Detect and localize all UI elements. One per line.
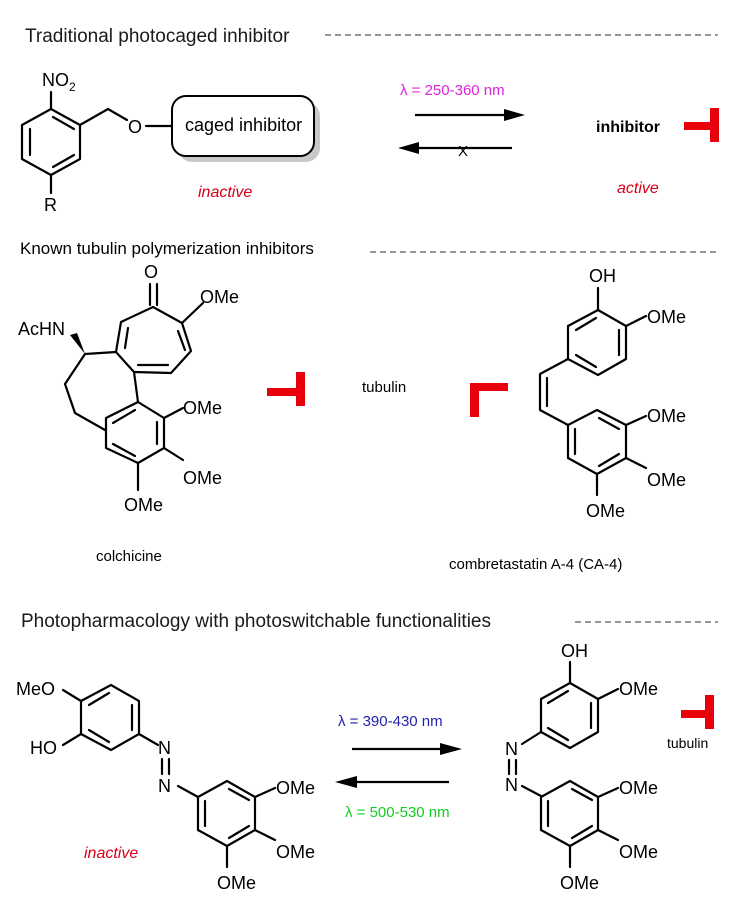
right-ome-top: OMe <box>619 679 658 699</box>
right-ome-1: OMe <box>619 778 658 798</box>
right-azo-n2: N <box>505 775 518 795</box>
combretastatin-structure: OH OMe OMe OMe OMe <box>538 266 686 521</box>
azobenzene-inactive-structure: MeO HO N N OMe OMe OMe <box>16 679 315 893</box>
inhibition-bar-icon <box>267 372 305 406</box>
blocked-mark: X <box>458 143 468 160</box>
meo-label: MeO <box>16 679 55 699</box>
r-group-label: R <box>44 195 57 215</box>
wavelength-reverse: λ = 500-530 nm <box>345 804 450 821</box>
active-inhibitor-label: inhibitor <box>596 119 660 136</box>
nitro-label: NO2 <box>42 70 76 94</box>
reverse-arrow <box>335 776 449 788</box>
ca4-oh: OH <box>589 266 616 286</box>
ether-oxygen: O <box>128 117 142 137</box>
forward-arrow <box>415 109 525 121</box>
ho-label: HO <box>30 738 57 758</box>
section-title-known-inhibitors: Known tubulin polymerization inhibitors <box>20 239 314 258</box>
right-ome-3: OMe <box>560 873 599 893</box>
inhibition-bar-icon <box>684 108 719 142</box>
inhibition-bar-icon <box>681 695 714 729</box>
caged-inhibitor-box: caged inhibitor <box>171 95 320 162</box>
wavelength-label-uncaging: λ = 250-360 nm <box>400 82 505 99</box>
achn-label: AcHN <box>18 319 65 339</box>
active-label: active <box>617 180 659 197</box>
tubulin-label: tubulin <box>362 379 406 396</box>
azo-n2: N <box>158 776 171 796</box>
ca4-ome-1: OMe <box>647 406 686 426</box>
ca4-ome-3: OMe <box>586 501 625 521</box>
section-title-photopharmacology: Photopharmacology with photoswitchable f… <box>21 611 491 632</box>
inactive-label-azo: inactive <box>84 845 138 862</box>
nitrobenzyl-structure: NO2 O R <box>20 70 174 215</box>
azobenzene-active-structure: OH OMe N N OMe OMe OMe <box>505 641 658 893</box>
ome-3: OMe <box>124 495 163 515</box>
colchicine-structure: O OMe AcHN OMe OMe OMe <box>18 262 239 515</box>
azo-n1: N <box>158 738 171 758</box>
right-azo-n1: N <box>505 739 518 759</box>
right-ome-2: OMe <box>619 842 658 862</box>
tubulin-label-azo: tubulin <box>667 735 708 751</box>
ome-1: OMe <box>183 398 222 418</box>
wavelength-forward: λ = 390-430 nm <box>338 713 443 730</box>
ca4-ome-top: OMe <box>647 307 686 327</box>
left-ome-2: OMe <box>276 842 315 862</box>
ketone-oxygen: O <box>144 262 158 282</box>
forward-arrow <box>352 743 462 755</box>
left-ome-1: OMe <box>276 778 315 798</box>
section-title-photocaged: Traditional photocaged inhibitor <box>25 26 290 47</box>
left-ome-3: OMe <box>217 873 256 893</box>
right-oh: OH <box>561 641 588 661</box>
ome-tropolone: OMe <box>200 287 239 307</box>
inhibition-bar-icon <box>470 383 508 417</box>
ca4-ome-2: OMe <box>647 470 686 490</box>
ome-2: OMe <box>183 468 222 488</box>
blocked-reverse-arrow <box>398 142 512 154</box>
inactive-label: inactive <box>198 184 252 201</box>
combretastatin-name: combretastatin A-4 (CA-4) <box>449 556 622 573</box>
caged-inhibitor-label: caged inhibitor <box>185 115 302 135</box>
colchicine-name: colchicine <box>96 548 162 565</box>
